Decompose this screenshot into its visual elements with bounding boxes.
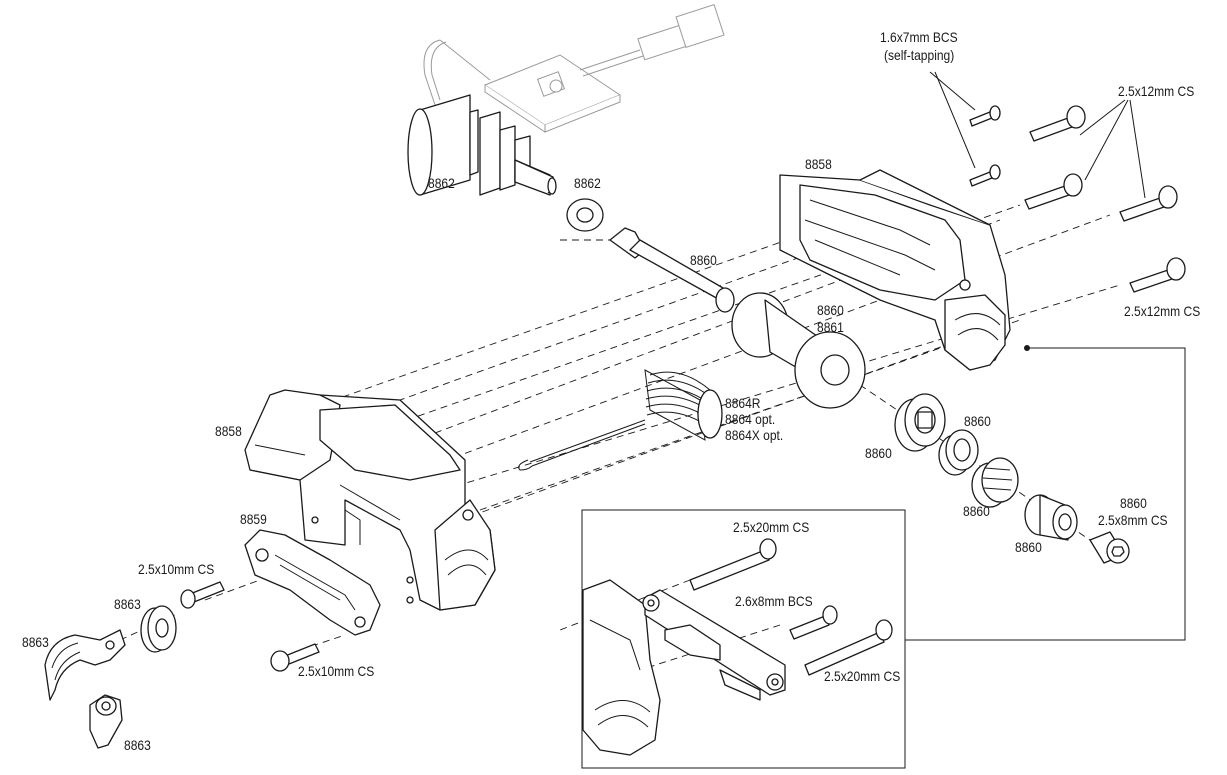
cap-8863 <box>89 694 123 749</box>
arm-8859 <box>244 529 381 636</box>
label-screw-bcs-1-note: (self-tapping) <box>884 47 955 63</box>
screw-1-6x7-bcs-upper <box>969 105 1001 127</box>
screw-2-5x12-cs-2 <box>1024 173 1083 210</box>
label-inset-screw-top: 2.5x20mm CS <box>733 519 810 535</box>
inset-screw-2-5x20-top <box>689 538 777 591</box>
label-lower-case-part: 8858 <box>215 423 242 439</box>
label-bearing-mid-part: 8860 <box>964 413 991 429</box>
label-screw-cs-bottom: 2.5x10mm CS <box>298 663 375 679</box>
label-screw-cs-top: 2.5x12mm CS <box>1118 83 1195 99</box>
label-upper-case-part: 8858 <box>805 156 832 172</box>
screw-2-5x10-cs-bottom <box>270 643 320 672</box>
lower-case-8858 <box>244 389 496 611</box>
collar-8860 <box>1024 494 1078 541</box>
bearing-8860-mid <box>938 429 979 476</box>
inset-link-arm <box>642 589 786 701</box>
ring-8860 <box>971 457 1019 508</box>
label-cap-part: 8863 <box>124 737 151 753</box>
inset-detail-box <box>581 345 1186 769</box>
label-screw-right-part: 8860 <box>1120 495 1147 511</box>
label-spring-part-a: 8864R <box>725 395 761 411</box>
inset-screw-2-5x20-bottom <box>804 619 893 676</box>
screw-2-5x10-cs-left <box>180 581 225 609</box>
drum-8860-8861 <box>731 292 866 409</box>
washer-8862 <box>566 198 604 232</box>
label-shaft-part: 8860 <box>690 252 717 268</box>
inset-screw-2-6x8-bcs <box>789 605 838 640</box>
screw-1-6x7-bcs-lower <box>969 164 1001 187</box>
label-drum-part-b: 8861 <box>817 319 844 335</box>
label-drum-part-a: 8860 <box>817 302 844 318</box>
screw-2-5x12-cs-4 <box>1129 257 1186 293</box>
label-screw-cs-right: 2.5x12mm CS <box>1124 303 1201 319</box>
label-collar-part: 8860 <box>1015 539 1042 555</box>
shaft-8860 <box>609 227 735 313</box>
motor-8862 <box>407 94 557 196</box>
label-screw-cs-left: 2.5x10mm CS <box>138 561 215 577</box>
bearing-8860-left <box>894 393 946 452</box>
upper-case-8858 <box>779 169 1011 371</box>
screw-2-5x12-cs-1 <box>1029 105 1086 142</box>
circuit-board-ghost <box>423 3 725 133</box>
label-screw-bcs-1: 1.6x7mm BCS <box>880 29 958 45</box>
label-washer-left-part: 8863 <box>114 596 141 612</box>
label-spring-part-b: 8864 opt. <box>725 411 776 427</box>
screw-2-5x8-cs <box>1089 531 1130 564</box>
label-washer-part: 8862 <box>574 175 601 191</box>
label-screw-right-size: 2.5x8mm CS <box>1098 512 1168 528</box>
label-motor-part: 8862 <box>428 175 455 191</box>
label-bearing-left-part: 8860 <box>865 445 892 461</box>
label-spring-part-c: 8864X opt. <box>725 427 784 443</box>
spring-8864 <box>518 369 723 471</box>
inset-case-detail <box>582 579 661 756</box>
washer-8863 <box>140 605 177 653</box>
label-leader-lines <box>929 71 1146 199</box>
label-inset-screw-bottom: 2.5x20mm CS <box>824 668 901 684</box>
label-ring-part: 8860 <box>963 503 990 519</box>
screw-2-5x12-cs-3 <box>1119 185 1178 222</box>
label-clamp-part: 8863 <box>22 634 49 650</box>
clamp-8863 <box>44 629 126 701</box>
label-inset-screw-mid: 2.6x8mm BCS <box>735 593 813 609</box>
label-arm-part: 8859 <box>240 511 267 527</box>
